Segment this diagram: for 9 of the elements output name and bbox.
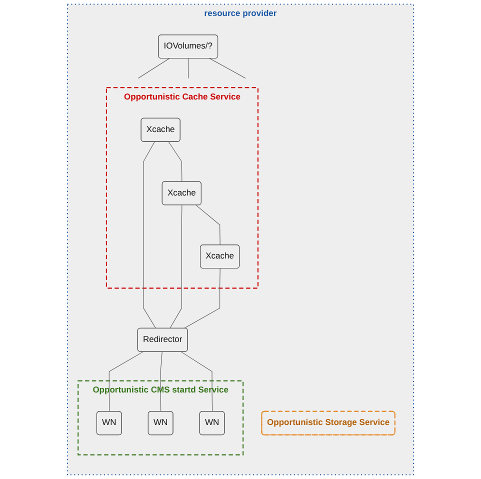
box-label: Xcache bbox=[167, 187, 196, 200]
box-label: Xcache bbox=[206, 250, 234, 263]
box-label: WN bbox=[154, 417, 168, 430]
box-label: Xcache bbox=[146, 124, 175, 136]
box-label: Redirector bbox=[142, 334, 182, 346]
box-label: WN bbox=[204, 417, 220, 430]
box-label: IOVolumes/? bbox=[164, 40, 212, 53]
box-label: WN bbox=[102, 417, 116, 430]
box-label: Opportunistic Storage Service bbox=[267, 417, 390, 430]
